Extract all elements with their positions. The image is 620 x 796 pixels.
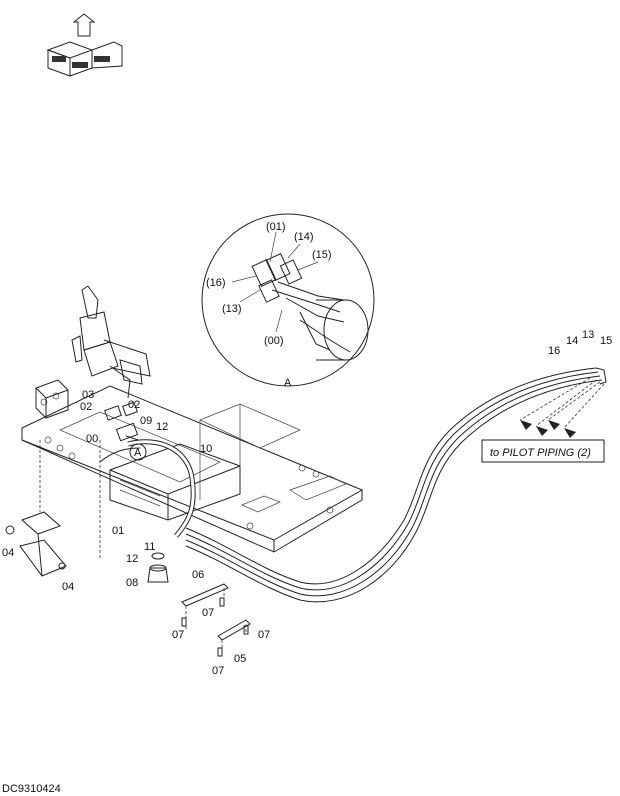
part-label: 10 (200, 443, 212, 455)
part-label: 01 (112, 525, 124, 537)
frame-plate (21, 385, 364, 553)
part-label: 12 (156, 421, 168, 433)
part-label: 02 (128, 399, 140, 411)
cover-plate-06 (181, 583, 229, 630)
pilot-hose-bundle (185, 367, 607, 603)
pilot-piping-leaders (519, 377, 605, 438)
part-label: 04 (62, 581, 74, 593)
orientation-cube-icon (46, 13, 123, 77)
part-label: 08 (126, 577, 138, 589)
part-label: 12 (126, 553, 138, 565)
part-label: 07 (202, 607, 214, 619)
detail-label-14: (14) (294, 231, 314, 243)
fitting-cluster (104, 401, 151, 445)
part-label: 02 (80, 401, 92, 413)
part-label: 07 (172, 629, 184, 641)
cover-plate-05 (217, 619, 251, 657)
knob-assembly (147, 552, 169, 583)
part-label: 15 (600, 335, 612, 347)
pilot-valve-block (35, 379, 69, 419)
part-label: 05 (234, 653, 246, 665)
part-label: 11 (144, 541, 155, 553)
reference-note-text: to PILOT PIPING (2) (490, 447, 591, 459)
callout-a-marker: A (129, 443, 147, 461)
bracket-assembly (5, 440, 101, 577)
detail-label-00: (00) (264, 335, 284, 347)
detail-label-01: (01) (266, 221, 286, 233)
part-label: 03 (82, 389, 94, 401)
part-label: 00 (86, 433, 98, 445)
part-label: 16 (548, 345, 560, 357)
detail-label-13: (13) (222, 303, 242, 315)
part-label: 07 (258, 629, 270, 641)
part-label: 13 (582, 329, 594, 341)
detail-view-a (201, 213, 375, 387)
main-hose (99, 439, 196, 538)
part-label: 14 (566, 335, 578, 347)
drawing-code: DC9310424 (2, 783, 61, 795)
callout-a-label: A (134, 447, 142, 459)
detail-label-16: (16) (206, 277, 226, 289)
part-label: 09 (140, 415, 152, 427)
part-label: 04 (2, 547, 14, 559)
detail-valve-block (251, 252, 369, 361)
part-label: 06 (192, 569, 204, 581)
detail-label-15: (15) (312, 249, 332, 261)
control-lever-assembly (71, 285, 151, 399)
part-label: 07 (212, 665, 224, 677)
detail-view-label: A (284, 377, 292, 389)
control-valve-unit (109, 443, 241, 521)
reference-note-box: to PILOT PIPING (2) (481, 439, 605, 463)
